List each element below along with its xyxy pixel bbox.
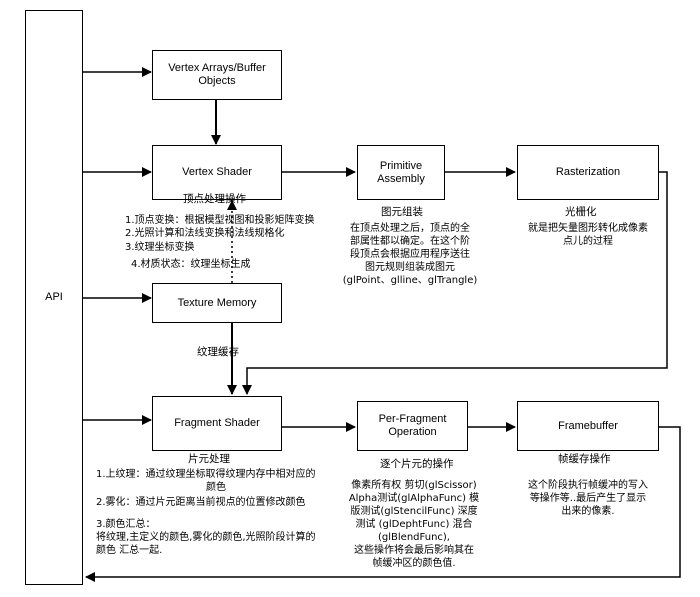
per-fragment-note-1: 像素所有权 剪切(glScissor): [351, 480, 477, 491]
per-fragment-note-3: 版测试(glStencilFunc) 深度: [350, 506, 478, 517]
raster-note-2: 点儿的过程: [563, 236, 613, 247]
texture-memory-box: Texture Memory: [152, 283, 282, 323]
api-label: API: [45, 291, 63, 303]
raster-note-1: 就是把矢量图形转化成像素: [528, 223, 648, 234]
vertex-step-4: 4.材质状态：纹理坐标生成: [131, 259, 251, 270]
vertex-arrays-label: Vertex Arrays/Buffer Objects: [168, 62, 266, 87]
vertex-arrays-box: Vertex Arrays/Buffer Objects: [152, 50, 282, 100]
per-fragment-note-7: 帧缓冲区的颜色值.: [372, 558, 456, 569]
framebuffer-caption: 帧缓存操作: [558, 453, 611, 465]
per-fragment-label: Per-Fragment Operation: [378, 413, 447, 438]
per-fragment-note-5: (glBlendFunc),: [378, 532, 450, 543]
vertex-step-1: 1.顶点变换：根据模型视图和投影矩阵变换: [125, 215, 315, 226]
rasterization-caption: 光栅化: [565, 206, 597, 218]
vertex-shader-caption: 顶点处理操作: [183, 193, 246, 205]
fragment-shader-label: Fragment Shader: [174, 417, 260, 429]
primitive-note-1: 在顶点处理之后，顶点的全: [350, 223, 470, 234]
vertex-shader-box: Vertex Shader: [152, 145, 282, 200]
per-fragment-box: Per-Fragment Operation: [357, 401, 468, 451]
texture-memory-label: Texture Memory: [177, 296, 257, 309]
per-fragment-caption: 逐个片元的操作: [380, 458, 454, 470]
rasterization-label: Rasterization: [555, 166, 621, 178]
fragment-note-6: 颜色 汇总一起.: [96, 545, 163, 556]
fragment-note-1: 1.上纹理：通过纹理坐标取得纹理内存中相对应的: [96, 469, 316, 480]
primitive-note-4: 图元规则组装成图元: [365, 262, 455, 273]
framebuffer-box: Framebuffer: [517, 401, 659, 451]
primitive-note-3: 段顶点会根据应用程序送往: [350, 249, 470, 260]
framebuffer-note-1: 这个阶段执行帧缓冲的写入: [528, 480, 648, 491]
rasterization-box: Rasterization: [517, 145, 659, 200]
framebuffer-note-3: 出来的像素.: [561, 506, 615, 517]
primitive-note-5: (glPoint、glline、glTrangle): [342, 275, 478, 286]
arrow-framebuffer-to-api: [85, 426, 681, 582]
arrow-rasterization-to-fragment-shader: [242, 171, 668, 395]
fragment-note-5: 将纹理,主定义的颜色,雾化的颜色,光照阶段计算的: [96, 532, 316, 543]
per-fragment-note-2: Alpha测试(glAlphaFunc) 模: [348, 493, 480, 504]
fragment-shader-caption: 片元处理: [188, 453, 230, 465]
fragment-note-2: 颜色: [206, 482, 226, 493]
vertex-shader-label: Vertex Shader: [182, 166, 252, 178]
vertex-step-3: 3.纹理坐标变换: [125, 242, 195, 253]
fragment-note-4: 3.颜色汇总：: [96, 519, 156, 530]
vertex-step-2: 2.光照计算和法线变换和法线规格化: [125, 228, 285, 239]
primitive-assembly-caption: 图元组装: [381, 206, 423, 218]
texture-memory-caption: 纹理缓存: [197, 346, 239, 358]
per-fragment-note-6: 这些操作将会最后影响其在: [354, 545, 474, 556]
framebuffer-label: Framebuffer: [558, 419, 618, 432]
fragment-shader-box: Fragment Shader: [152, 396, 282, 451]
primitive-assembly-box: Primitive Assembly: [357, 145, 445, 200]
api-box: API: [25, 10, 83, 585]
primitive-assembly-label: Primitive Assembly: [377, 159, 425, 185]
primitive-note-2: 部属性都以确定。在这个阶: [350, 236, 470, 247]
per-fragment-note-4: 测试 (glDephtFunc) 混合: [355, 519, 473, 530]
fragment-note-3: 2.雾化：通过片元距离当前视点的位置修改颜色: [96, 497, 306, 508]
framebuffer-note-2: 等操作等..最后产生了显示: [529, 493, 647, 504]
